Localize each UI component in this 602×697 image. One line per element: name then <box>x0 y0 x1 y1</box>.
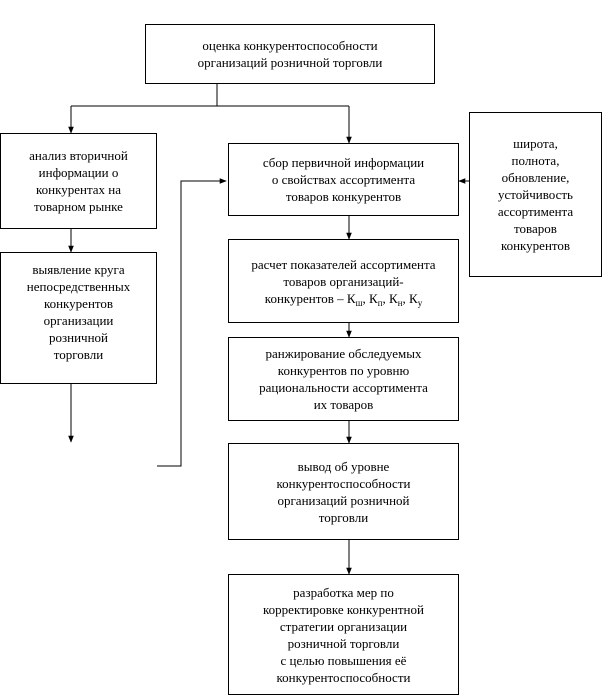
box-competitiveness-assessment-main: оценка конкурентоспособности организаций… <box>145 24 435 84</box>
box-strategy-measures: разработка мер по корректировке конкурен… <box>228 574 459 695</box>
text-line: торговли <box>318 509 369 525</box>
text-line: информации о <box>38 165 119 180</box>
text-line: организаций розничной торговли <box>197 55 383 70</box>
text-line: конкурентов <box>500 238 571 253</box>
text-line: выявление круга <box>32 262 125 277</box>
formula-sub: у <box>417 297 423 308</box>
text-line: ранжирование обследуемых <box>265 346 422 361</box>
text-line: розничной <box>48 330 108 345</box>
text-line: сбор первичной информации <box>262 155 425 170</box>
text-line: анализ вторичной <box>29 148 128 163</box>
box-identify-competitors: выявление круга непосредственных конкуре… <box>0 252 157 384</box>
text-line: конкурентах на <box>35 182 122 197</box>
text-line: непосредственных <box>26 279 131 294</box>
text-line: товарном рынке <box>34 199 123 214</box>
text-line: товаров организаций- <box>283 273 404 289</box>
box-primary-info-collection: сбор первичной информации о свойствах ас… <box>228 143 459 216</box>
text-line: устойчивость <box>498 187 573 202</box>
text-line: корректировке конкурентной <box>263 601 424 617</box>
formula-sep: , К <box>382 290 398 306</box>
text-line: вывод об уровне <box>297 458 390 474</box>
text-line: товаров <box>514 221 557 236</box>
text-line: разработка мер по <box>293 584 394 600</box>
text-line: рациональности ассортимента <box>259 380 428 395</box>
formula-sep: , К <box>362 290 378 306</box>
box-assortment-indicators: расчет показателей ассортимента товаров … <box>228 239 459 323</box>
indicator-formula: конкурентов – Кш, Кп, Кн, Ку <box>233 290 454 308</box>
formula-sub: ш <box>355 297 363 308</box>
formula-sep: , К <box>402 290 418 306</box>
box-competitor-ranking: ранжирование обследуемых конкурентов по … <box>228 337 459 421</box>
formula-sub: н <box>397 297 403 308</box>
text-line: товаров конкурентов <box>285 189 402 204</box>
text-line: с целью повышения её <box>280 652 407 668</box>
text-line: расчет показателей ассортимента <box>251 256 436 272</box>
formula-prefix: конкурентов – К <box>264 290 356 306</box>
text-line: торговли <box>53 347 104 362</box>
arrow-loop-to-primary <box>157 178 227 467</box>
text-line: организаций розничной <box>277 492 410 508</box>
text-line: организации <box>43 313 114 328</box>
box-assortment-properties: широта, полнота, обновление, устойчивост… <box>469 112 602 277</box>
box-competitiveness-conclusion: вывод об уровне конкурентоспособности ор… <box>228 443 459 540</box>
text-line: конкурентов <box>43 296 114 311</box>
formula-sub: п <box>377 297 383 308</box>
text-line: конкурентов по уровню <box>277 363 410 378</box>
text-line: их товаров <box>313 397 374 412</box>
text-line: широта, <box>513 136 558 151</box>
text-line: розничной торговли <box>287 635 400 651</box>
text-line: о свойствах ассортимента <box>271 172 416 187</box>
box-secondary-info-analysis: анализ вторичной информации о конкурента… <box>0 133 157 229</box>
text-line: оценка конкурентоспособности <box>202 38 378 53</box>
text-line: стратегии организации <box>279 618 408 634</box>
text-line: конкурентоспособности <box>276 475 411 491</box>
text-line: конкурентоспособности <box>276 669 411 685</box>
text-line: ассортимента <box>497 204 574 219</box>
text-line: полнота, <box>511 153 560 168</box>
text-line: обновление, <box>501 170 570 185</box>
